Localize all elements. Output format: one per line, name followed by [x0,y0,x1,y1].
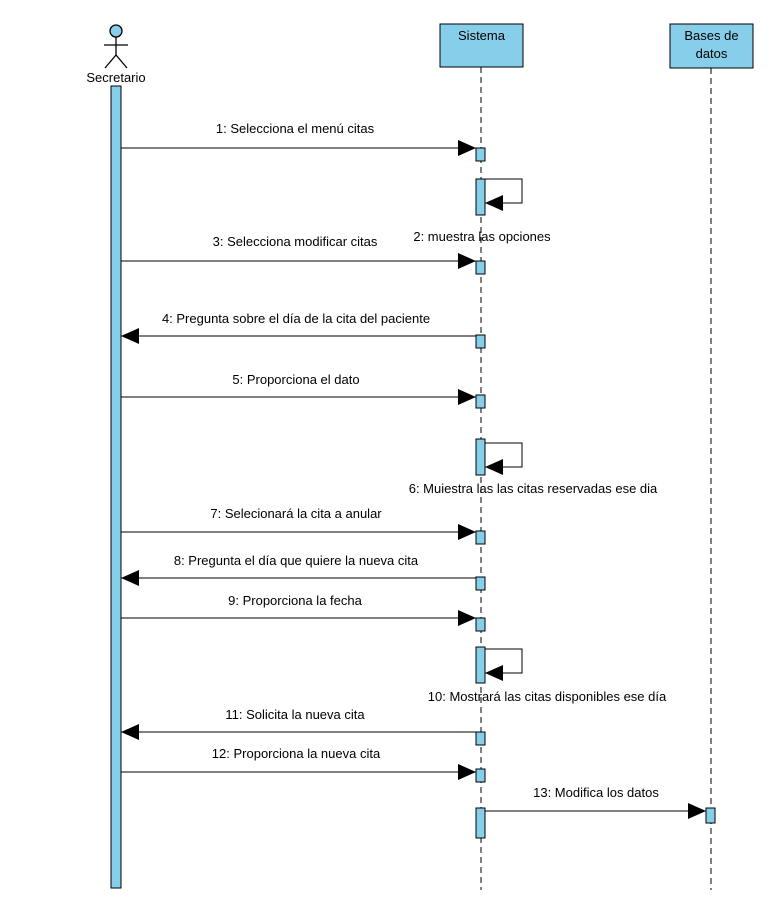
activation-box [475,617,486,632]
activation-box [475,646,486,684]
activation-box [475,807,486,839]
message-2-label: 2: muestra las opciones [413,229,551,244]
message-6-label: 6: Muiestra las las citas reservadas ese… [409,481,658,496]
message-11-label: 11: Solicita la nueva cita [225,707,365,722]
message-4-label: 4: Pregunta sobre el día de la cita del … [162,311,430,326]
bd-label-line2: datos [696,46,728,61]
message-10-self-arrow [485,648,523,681]
message-8-label: 8: Pregunta el día que quiere la nueva c… [174,553,419,568]
sistema-activations [475,147,486,839]
message-6-self-arrow [485,442,523,475]
actor-activation-bar [110,85,122,889]
stick-figure-actor-icon [104,24,128,69]
message-7-label: 7: Selecionará la cita a anular [210,506,382,521]
participant-sistema: Sistema [439,23,524,890]
message-labels: 1: Selecciona el menú citas 2: muestra l… [162,121,667,800]
activation-box [475,178,486,216]
actor-secretario: Secretario [86,24,146,889]
message-10-label: 10: Mostrará las citas disponibles ese d… [428,689,667,704]
activation-box [475,438,486,476]
message-arrows [121,140,706,819]
message-2-self-arrow [485,178,523,211]
activation-box [475,576,486,591]
activation-box [475,334,486,349]
message-3-label: 3: Selecciona modificar citas [213,234,378,249]
message-13-label: 13: Modifica los datos [533,785,659,800]
actor-label: Secretario [86,70,145,85]
activation-box [475,260,486,275]
sistema-label: Sistema [458,28,506,43]
activation-box [475,147,486,162]
bd-header-box [669,23,754,69]
participant-bases-de-datos: Bases de datos [669,23,754,890]
activation-box [475,394,486,409]
message-12-label: 12: Proporciona la nueva cita [212,746,381,761]
message-1-label: 1: Selecciona el menú citas [216,121,375,136]
message-9-label: 9: Proporciona la fecha [228,593,362,608]
bd-activation-box [705,807,716,824]
activation-box [475,731,486,746]
message-5-label: 5: Proporciona el dato [232,372,359,387]
bd-label-line1: Bases de [684,28,738,43]
activation-box [475,530,486,545]
sistema-header-box [439,23,524,68]
activation-box [475,768,486,783]
